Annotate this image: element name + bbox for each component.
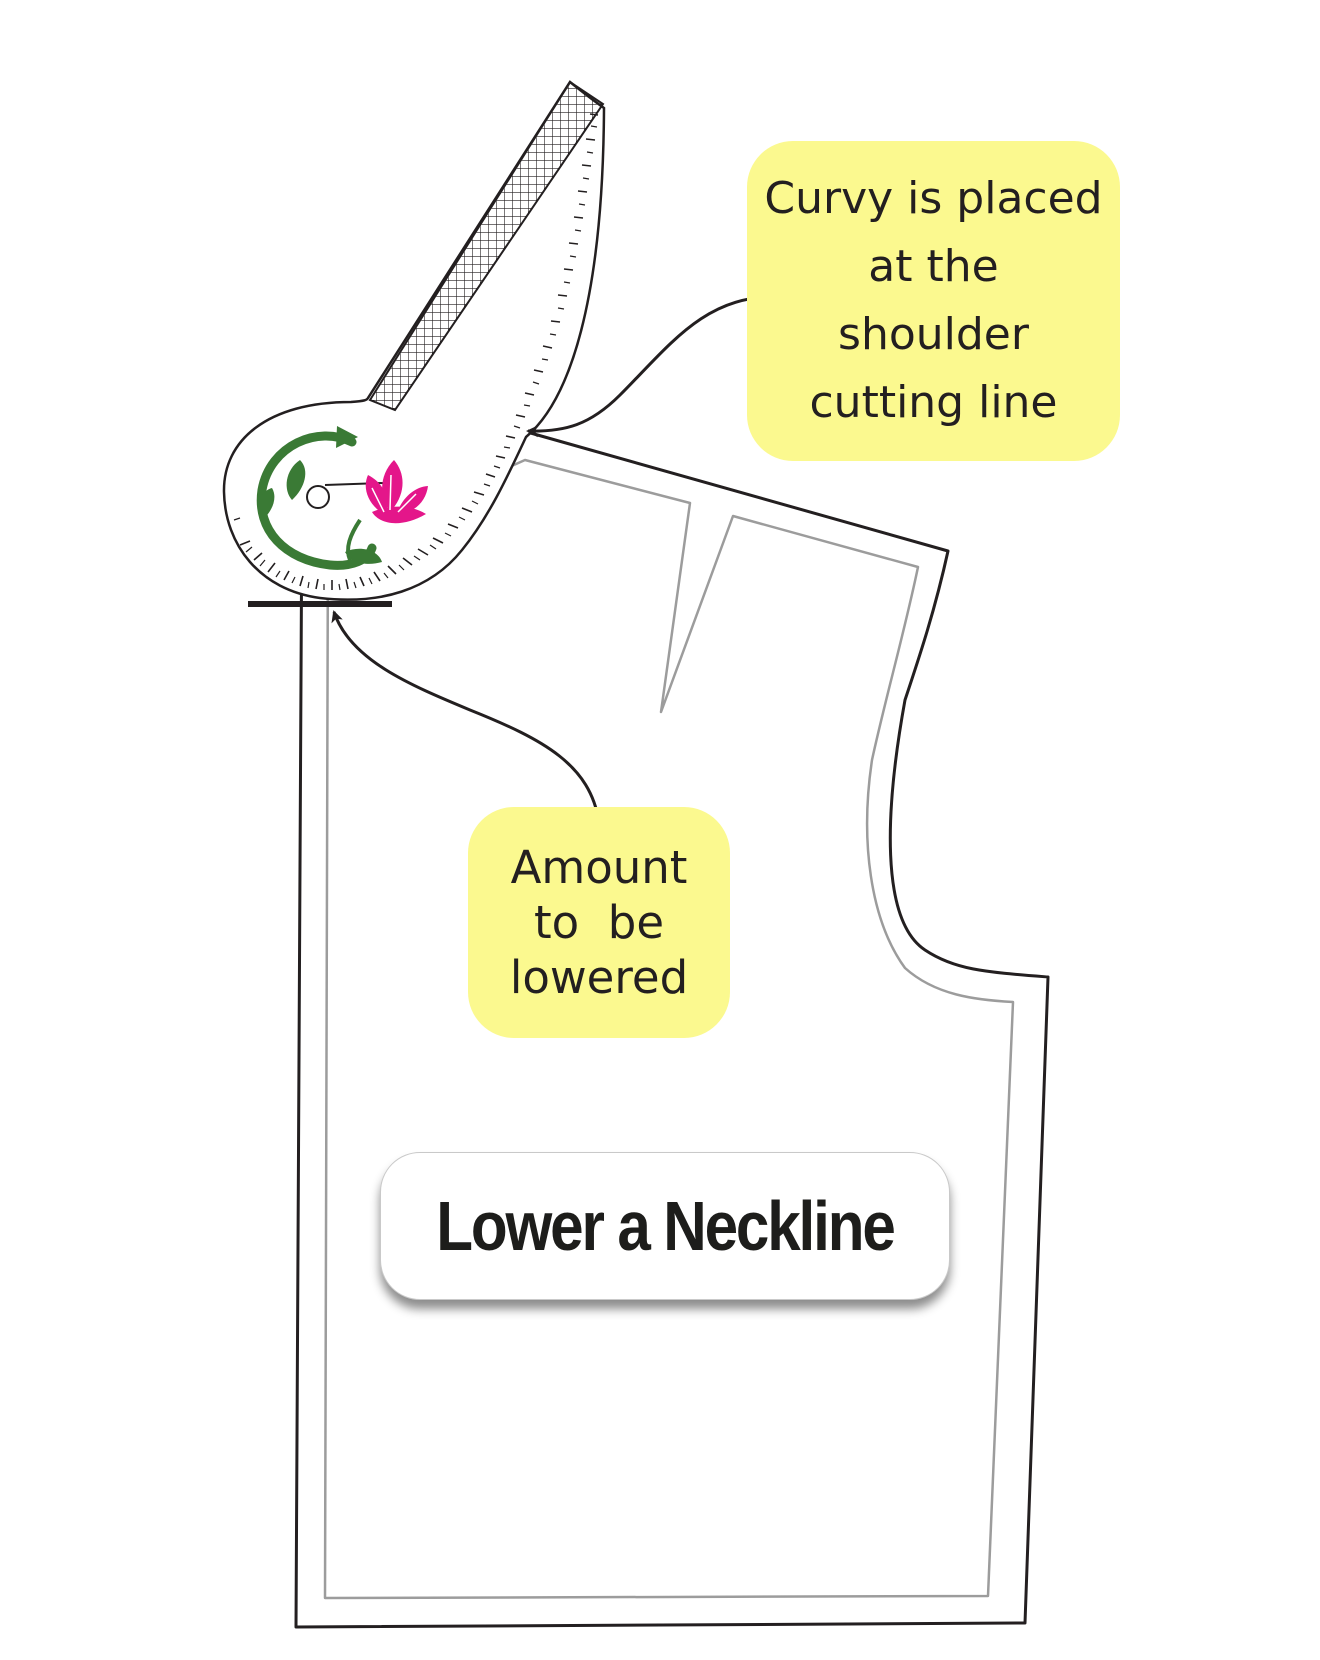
amount-leader-arrow <box>331 610 601 823</box>
logo-petal-center <box>382 460 403 512</box>
ruler-edge-ticks <box>239 113 599 590</box>
logo-petal-vein <box>371 474 417 513</box>
callout-curvy-line-4: cutting line <box>809 377 1058 428</box>
callout-amount-lowered: Amount to be lowered <box>468 807 730 1038</box>
callout-curvy-line-2: at the <box>868 241 999 292</box>
ruler-grid-strip <box>368 80 605 412</box>
logo-swirl <box>256 431 377 570</box>
callout-curvy-line-3: shoulder <box>838 309 1029 360</box>
logo-swirl-arrow <box>336 426 358 448</box>
logo-leaf-2 <box>257 488 275 520</box>
logo-petal-low <box>372 506 426 524</box>
curvy-leader-arrow <box>526 295 778 438</box>
callout-amount-line-1: Amount <box>510 841 688 894</box>
callout-amount-line-3: lowered <box>509 951 689 1004</box>
curvy-ruler-icon <box>222 80 606 601</box>
logo-stem <box>346 518 362 561</box>
callout-curvy-line-1: Curvy is placed <box>764 173 1103 224</box>
ruler-pivot-hole <box>306 485 330 509</box>
ruler-minor-ticks <box>233 125 598 591</box>
callout-curvy-placement: Curvy is placed at the shoulder cutting … <box>747 141 1120 461</box>
callout-amount-line-2: to be <box>533 896 665 949</box>
logo-leaf-1 <box>286 460 306 500</box>
page-title: Lower a Neckline <box>436 1187 896 1265</box>
flower-logo-icon <box>256 426 428 570</box>
logo-petal-left <box>365 475 388 515</box>
logo-leaf-3 <box>345 548 382 564</box>
title-badge: Lower a Neckline <box>380 1152 950 1300</box>
